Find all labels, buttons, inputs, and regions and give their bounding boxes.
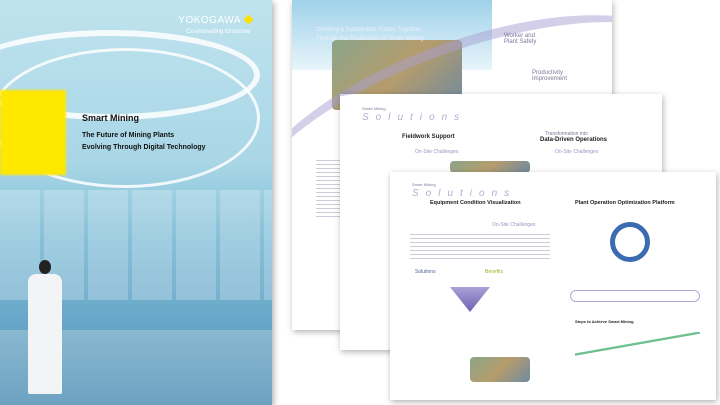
diamond-icon: [243, 14, 254, 25]
funnel-graphic: [450, 287, 490, 312]
benefits-label: Benefits: [485, 269, 504, 275]
diagram: [410, 234, 550, 260]
platform-wheel: [610, 222, 650, 262]
person-figure: [28, 260, 62, 395]
challenges-label: On-Site Challenges: [490, 222, 538, 228]
brochure-spread-solutions-2: Smart Mining Solutions Equipment Conditi…: [390, 172, 716, 400]
challenges-label: On-Site Challenges: [555, 149, 599, 155]
section-label: Smart Mining: [412, 182, 436, 187]
brand-name: YOKOGAWA: [178, 15, 241, 26]
pillar-safety: Worker and Plant Safety: [504, 33, 537, 45]
platform-title: Plant Operation Optimization Platform: [575, 200, 675, 206]
subtitle-line: Evolving Through Digital Technology: [82, 144, 206, 151]
solutions-label: Solutions: [415, 269, 436, 275]
photo: [470, 357, 530, 382]
pillar-productivity: Productivity Improvement: [532, 70, 568, 82]
yokogawa-logo: YOKOGAWA: [178, 14, 254, 26]
solutions-heading: Solutions: [362, 112, 467, 123]
section-label: Smart Mining: [362, 106, 386, 111]
tagline: Co-innovating tomorrow: [186, 29, 250, 35]
ai-flow-bar: [570, 290, 700, 302]
equipment-title: Equipment Condition Visualization: [430, 200, 521, 206]
headline: Through the Realization of Smart Mining: [316, 36, 424, 42]
light-ring: [0, 48, 260, 188]
steps-title: Steps to Achieve Smart Mining: [575, 319, 634, 324]
right-title: Transformation into: [545, 131, 588, 137]
subtitle-line: The Future of Mining Plants: [82, 132, 175, 139]
headline: Creating a Sustainable Future Together: [316, 27, 421, 33]
cover-title: Smart Mining: [82, 113, 140, 123]
yellow-block: [0, 90, 66, 175]
challenges-label: On-Site Challenges: [415, 149, 459, 155]
steps-arrow: [575, 332, 700, 357]
right-title: Data-Driven Operations: [540, 137, 608, 143]
fieldwork-title: Fieldwork Support: [402, 134, 455, 140]
photo: [450, 161, 530, 173]
brochure-cover: YOKOGAWA Co-innovating tomorrow Smart Mi…: [0, 0, 272, 405]
solutions-heading: Solutions: [412, 188, 517, 199]
swoosh: [340, 94, 662, 154]
